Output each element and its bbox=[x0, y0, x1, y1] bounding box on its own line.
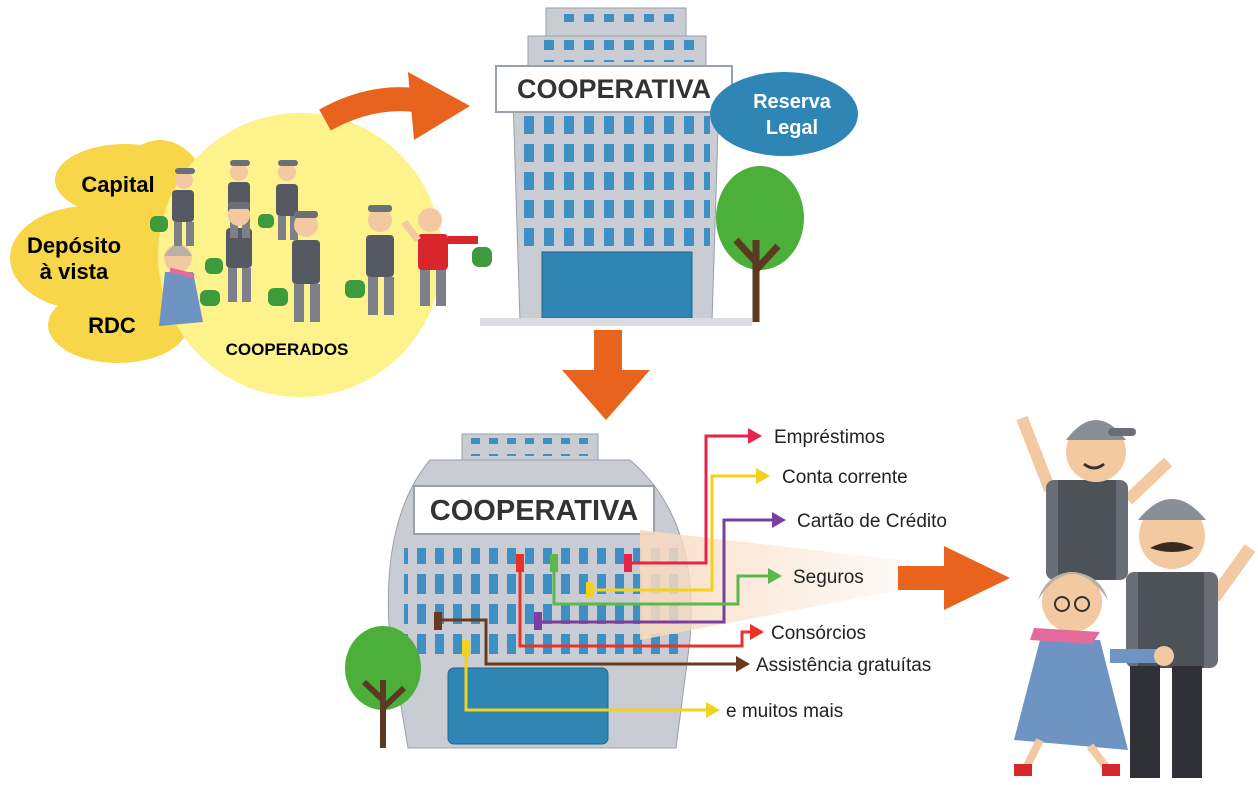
bottom-sign-board bbox=[413, 485, 655, 535]
reserve-legal-label-2: Legal bbox=[766, 117, 818, 139]
service-label-muitos-mais: e muitos mais bbox=[726, 701, 843, 722]
grandma-figure bbox=[159, 244, 220, 326]
happy-members-illustration bbox=[1014, 415, 1256, 778]
top-cooperative-building bbox=[480, 7, 752, 326]
service-label-seguros: Seguros bbox=[793, 567, 864, 588]
arrow-down-to-services bbox=[562, 330, 650, 420]
bottom-sign-text: COOPERATIVA bbox=[430, 495, 638, 527]
top-sign-board bbox=[495, 65, 733, 113]
source-capital-label: Capital bbox=[81, 172, 154, 197]
top-tree-illustration bbox=[716, 166, 804, 322]
members-label: COOPERADOS bbox=[226, 340, 349, 359]
arrow-to-cooperative bbox=[319, 72, 470, 140]
top-sign-text: COOPERATIVA bbox=[517, 74, 711, 104]
source-deposito-label-2: à vista bbox=[40, 259, 109, 284]
bottom-tree-illustration bbox=[345, 626, 421, 748]
members-group-illustration bbox=[150, 160, 492, 326]
source-deposito-label-1: Depósito bbox=[27, 233, 121, 258]
service-label-consorcios: Consórcios bbox=[771, 623, 866, 644]
reserve-legal-bubble bbox=[710, 72, 858, 156]
arrow-to-members bbox=[898, 546, 1010, 610]
source-rdc-label: RDC bbox=[88, 313, 136, 338]
service-label-emprestimos: Empréstimos bbox=[774, 427, 885, 448]
service-label-assistencia: Assistência gratuítas bbox=[756, 655, 931, 676]
service-label-cartao-credito: Cartão de Crédito bbox=[797, 511, 947, 532]
service-connectors bbox=[434, 428, 786, 718]
red-shirt-figure bbox=[401, 208, 478, 270]
reserve-legal-label-1: Reserva bbox=[753, 91, 832, 113]
service-label-conta-corrente: Conta corrente bbox=[782, 467, 908, 488]
